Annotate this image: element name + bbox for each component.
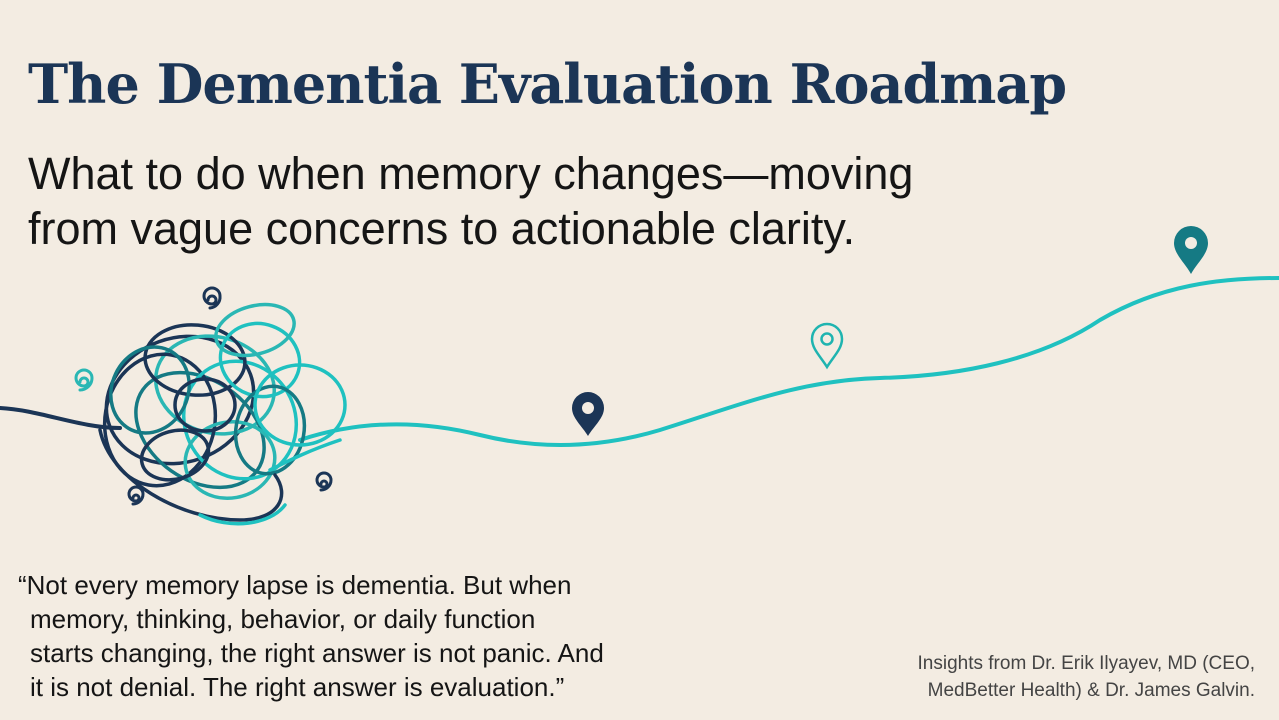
swirl-left-icon	[74, 368, 94, 392]
navy-path-segment	[0, 406, 122, 430]
quote-line-1: “Not every memory lapse is dementia. But…	[18, 570, 572, 600]
page-title: The Dementia Evaluation Roadmap	[28, 52, 1067, 116]
subtitle: What to do when memory changes—moving fr…	[28, 146, 913, 256]
map-pin-icon	[572, 392, 604, 436]
tangled-scribble-icon	[98, 302, 347, 526]
subtitle-line-2: from vague concerns to actionable clarit…	[28, 203, 856, 254]
subtitle-line-1: What to do when memory changes—moving	[28, 148, 914, 199]
map-pin-destination-icon	[1174, 226, 1208, 274]
attribution: Insights from Dr. Erik Ilyayev, MD (CEO,…	[918, 650, 1255, 704]
map-pin-outline-icon	[810, 322, 844, 370]
swirl-top-icon	[202, 286, 222, 310]
quote-line-3: starts changing, the right answer is not…	[30, 638, 604, 668]
attribution-line-1: Insights from Dr. Erik Ilyayev, MD (CEO,	[917, 653, 1255, 674]
swirl-bottom-left-icon	[127, 485, 145, 506]
quote-block: “Not every memory lapse is dementia. But…	[18, 568, 604, 704]
teal-road-curve	[298, 276, 1279, 447]
attribution-line-2: MedBetter Health) & Dr. James Galvin.	[927, 680, 1255, 701]
swirl-bottom-right-icon	[315, 471, 333, 492]
quote-line-4: it is not denial. The right answer is ev…	[30, 672, 565, 702]
quote-line-2: memory, thinking, behavior, or daily fun…	[30, 604, 536, 634]
